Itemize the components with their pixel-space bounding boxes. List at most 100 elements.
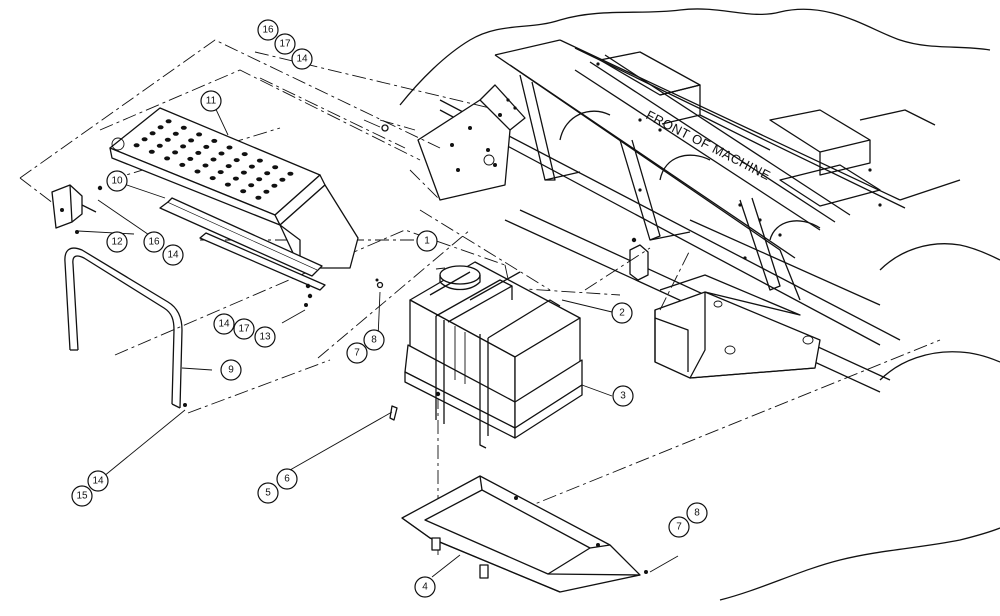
perforation-hole [241,152,248,157]
perforation-hole [225,164,232,169]
callout-7: 7 [346,342,368,364]
svg-text:4: 4 [422,582,428,593]
svg-text:14: 14 [296,54,308,65]
callout-10: 10 [106,170,128,192]
callout-15: 15 [71,485,93,507]
svg-text:8: 8 [371,335,377,346]
perforation-hole [172,131,179,136]
callout-6: 6 [276,468,298,490]
perforation-hole [164,156,171,161]
mount-plate [417,84,526,201]
perforation-hole [255,195,262,200]
perforation-hole [203,144,210,149]
leader-lines [77,102,679,578]
perforation-hole [164,137,171,142]
square-tube-bracket [654,274,821,379]
perforation-hole [210,157,217,162]
perforation-hole [209,176,216,181]
perforation-hole [211,138,218,143]
perforation-hole [187,156,194,161]
perforation-hole [179,162,186,167]
perforation-hole [226,145,233,150]
callout-14-top: 14 [291,48,313,70]
perforation-hole [240,189,247,194]
svg-text:3: 3 [620,391,626,402]
svg-text:14: 14 [92,476,104,487]
perforation-hole [172,150,179,155]
callout-17-top: 17 [274,33,296,55]
perforation-hole [149,131,156,136]
perforation-hole [188,138,195,143]
callout-8: 8 [363,329,385,351]
perforation-hole [180,144,187,149]
callout-7-tray: 7 [668,516,690,538]
perforation-hole [180,125,187,130]
svg-text:16: 16 [262,25,274,36]
perforation-hole [256,177,263,182]
small-bracket [629,237,649,281]
svg-text:7: 7 [676,522,682,533]
perforation-hole [233,158,240,163]
perforation-hole [195,150,202,155]
callout-12: 12 [106,231,128,253]
svg-text:2: 2 [619,308,625,319]
callout-1: 1 [416,230,438,252]
perforation-hole [248,183,255,188]
tank-assembly [404,261,583,449]
svg-text:7: 7 [354,348,360,359]
perforation-hole [148,149,155,154]
perforation-hole [165,119,172,124]
callout-14-lower: 14 [213,313,235,335]
perforation-hole [263,189,270,194]
lower-rail [199,232,326,299]
callout-balloons: 1 2 3 4 5 6 7 8 7 8 9 10 11 12 13 14 14 … [71,19,708,598]
svg-text:11: 11 [206,96,217,107]
perforation-hole [194,169,201,174]
handrail-part-9 [64,247,187,409]
perforation-hole [196,132,203,137]
callout-16-top: 16 [257,19,279,41]
svg-text:1: 1 [424,236,430,247]
callout-3: 3 [612,385,634,407]
perforation-hole [232,176,239,181]
callout-8-tray: 8 [686,502,708,524]
callout-13: 13 [254,326,276,348]
callout-4: 4 [414,576,436,598]
callout-2: 2 [611,302,633,324]
callout-14-rail: 14 [162,244,184,266]
svg-text:15: 15 [76,491,88,502]
svg-text:17: 17 [279,39,291,50]
svg-text:13: 13 [259,332,271,343]
perforation-hole [218,151,225,156]
perforation-hole [264,171,271,176]
perforated-step-part-11 [109,107,359,269]
perforation-hole [248,164,255,169]
svg-text:5: 5 [265,488,271,499]
svg-text:14: 14 [218,319,230,330]
perforation-hole [224,182,231,187]
clip-pin [389,405,398,421]
callout-16-rail: 16 [143,231,165,253]
perforation-hole [141,137,148,142]
perforation-hole [287,171,294,176]
svg-text:14: 14 [167,250,179,261]
fasteners [75,124,389,307]
perforation-hole [133,143,140,148]
svg-text:8: 8 [694,508,700,519]
perforation-hole [240,170,247,175]
svg-text:9: 9 [228,365,234,376]
callout-14-handrail: 14 [87,470,109,492]
svg-text:17: 17 [238,324,250,335]
perforation-hole [217,170,224,175]
perforation-hole [256,158,263,163]
tray-part-4 [401,475,648,593]
callout-5: 5 [257,482,279,504]
mount-bracket-part-12 [51,184,97,229]
svg-text:6: 6 [284,474,290,485]
perforation-hole [202,163,209,168]
callout-11: 11 [200,90,222,112]
perforation-hole [157,125,164,130]
perforation-hole [156,143,163,148]
